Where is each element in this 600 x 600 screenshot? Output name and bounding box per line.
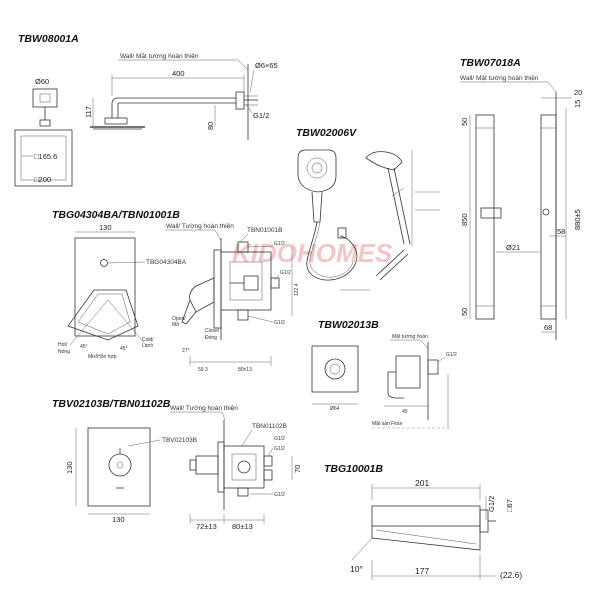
tbg04304ba-g12a: G1/2 bbox=[274, 241, 285, 247]
tbg04304ba-tbg-label: TBG04304BA bbox=[146, 259, 187, 266]
tbg04304ba-dim-130: 130 bbox=[99, 223, 112, 232]
watermark: KIDOHOMES bbox=[232, 238, 393, 268]
tbv02103b-g12b: G1/2 bbox=[274, 446, 285, 452]
tbw08001a-sq-165: □165.6 bbox=[34, 152, 57, 161]
tbw07018a-dim-58: 58 bbox=[557, 227, 565, 236]
tbg10001b-angle-10: 10° bbox=[350, 564, 363, 574]
tbg04304ba-hot: Hot/ bbox=[58, 342, 68, 348]
tbg04304ba-close: Close/ bbox=[205, 328, 220, 334]
tbw02006v-code: TBW02006V bbox=[296, 127, 357, 139]
tbw07018a-dim-880: 880±5 bbox=[573, 209, 582, 230]
tbv02103b-tbn-label: TBN01102B bbox=[252, 423, 287, 430]
tbw08001a-dim-60: Ø60 bbox=[35, 77, 49, 86]
tbg04304ba-open-vi: Mở bbox=[172, 321, 180, 328]
tbw08001a-wall-label: Wall/ Mặt tường hoàn thiện bbox=[120, 53, 199, 60]
tbv02103b-dim-7213: 72±13 bbox=[196, 522, 217, 531]
tbv02103b-tbv-label: TBV02103B bbox=[162, 437, 197, 444]
tbv02103b-g12a: G1/2 bbox=[274, 436, 285, 442]
tbw07018a-dim-50a: 50 bbox=[460, 118, 469, 126]
tbw08001a-dim-117: 117 bbox=[84, 106, 93, 118]
tbw02013b-drawing: TBW02013B Ø64 Mặt tường hoàn G1/2 45 Mặt… bbox=[311, 319, 457, 429]
tbg10001b-dim-67: □67 bbox=[505, 499, 514, 512]
tbw08001a-drawing: TBW08001A 400 117 80 Wall/ Mặt tường hoà… bbox=[14, 33, 278, 187]
tbv02103b-dim-130b: 130 bbox=[112, 515, 125, 524]
tbg04304ba-angle-45a: 45° bbox=[80, 344, 88, 350]
tbg04304ba-dim-8013: 80±13 bbox=[238, 367, 252, 373]
tbg04304ba-hot-vi: Nóng bbox=[58, 349, 70, 355]
tbw07018a-dim-21: Ø21 bbox=[506, 243, 520, 252]
tbg04304ba-close-vi: Đóng bbox=[205, 335, 217, 341]
tbw08001a-sq-200: □200 bbox=[34, 175, 51, 184]
tbg10001b-drawing: TBG10001B 201 G1/2 □67 10° 177 (22.6) bbox=[324, 463, 522, 580]
tbw07018a-wall-label: Wall/ Mặt tường hoàn thiện bbox=[460, 75, 539, 82]
tbw07018a-dim-850: 850 bbox=[460, 213, 469, 226]
tbw07018a-dim-50b: 50 bbox=[460, 308, 469, 316]
tbg04304ba-tbn-label: TBN01001B bbox=[247, 227, 282, 234]
tbg04304ba-cold: Cold/ bbox=[142, 337, 154, 343]
tbv02103b-wall-label: Wall/ Tường hoàn thiện bbox=[170, 405, 238, 412]
tbw02013b-wall-label: Mặt tường hoàn bbox=[392, 334, 428, 340]
tbw07018a-drawing: TBW07018A Wall/ Mặt tường hoàn thiện 50 … bbox=[460, 57, 582, 340]
tbv02103b-dim-130a: 130 bbox=[65, 461, 74, 474]
tbg10001b-dim-201: 201 bbox=[415, 478, 429, 488]
tbg04304ba-dim-122: 122.4 bbox=[294, 283, 300, 296]
tbw07018a-code: TBW07018A bbox=[460, 57, 521, 69]
tbv02103b-dim-8013: 80±13 bbox=[232, 522, 253, 531]
tbw07018a-dim-15: 15 bbox=[573, 100, 582, 108]
tbw08001a-g12: G1/2 bbox=[253, 111, 269, 120]
tbg04304ba-g12c: G1/2 bbox=[274, 320, 285, 326]
tbw08001a-dim-6x65: Ø6×65 bbox=[255, 61, 278, 70]
tbv02103b-g12c: G1/2 bbox=[274, 492, 285, 498]
tbg04304ba-code: TBG04304BA/TBN01001B bbox=[52, 209, 180, 221]
tbg04304ba-drawing: TBG04304BA/TBN01001B 130 TBG04304BA Hot/… bbox=[52, 209, 300, 373]
tbg04304ba-mix: Mix/Hỗn hợp bbox=[88, 353, 117, 360]
tbw02013b-g12: G1/2 bbox=[446, 352, 457, 358]
tbg04304ba-angle-27: 27° bbox=[182, 348, 190, 354]
tbg04304ba-angle-45b: 45° bbox=[120, 346, 128, 352]
tbw02013b-dim-45: 45 bbox=[402, 409, 408, 415]
tbg10001b-code: TBG10001B bbox=[324, 463, 383, 475]
tbw07018a-dim-20: 20 bbox=[574, 88, 582, 97]
tbg04304ba-wall-label: Wall/ Tường hoàn thiện bbox=[166, 223, 234, 230]
tbw08001a-code: TBW08001A bbox=[18, 33, 79, 45]
tbw07018a-dim-68: 68 bbox=[544, 323, 552, 332]
tbg04304ba-g12b: G1/2 bbox=[280, 270, 291, 276]
tbw08001a-dim-80: 80 bbox=[206, 122, 215, 130]
tbv02103b-drawing: TBV02103B/TBN01102B TBV02103B 130 130 Wa… bbox=[52, 398, 302, 531]
tbg10001b-g12: G1/2 bbox=[487, 496, 496, 512]
tbw02013b-floor-label: Mặt sàn Floor bbox=[372, 421, 403, 427]
tbg10001b-dim-177: 177 bbox=[415, 566, 429, 576]
tbg04304ba-open: Open/ bbox=[172, 316, 186, 322]
tbw08001a-dim-400: 400 bbox=[172, 69, 185, 78]
tbg04304ba-cold-vi: Lạnh bbox=[142, 343, 153, 349]
tbv02103b-code: TBV02103B/TBN01102B bbox=[52, 398, 171, 410]
tbw02013b-dim-64: Ø64 bbox=[330, 406, 340, 412]
tbg10001b-dim-226: (22.6) bbox=[500, 570, 522, 580]
tbv02103b-dim-70: 70 bbox=[293, 465, 302, 473]
tbw02013b-code: TBW02013B bbox=[318, 319, 379, 331]
tbg04304ba-dim-593: 59.3 bbox=[198, 367, 208, 373]
